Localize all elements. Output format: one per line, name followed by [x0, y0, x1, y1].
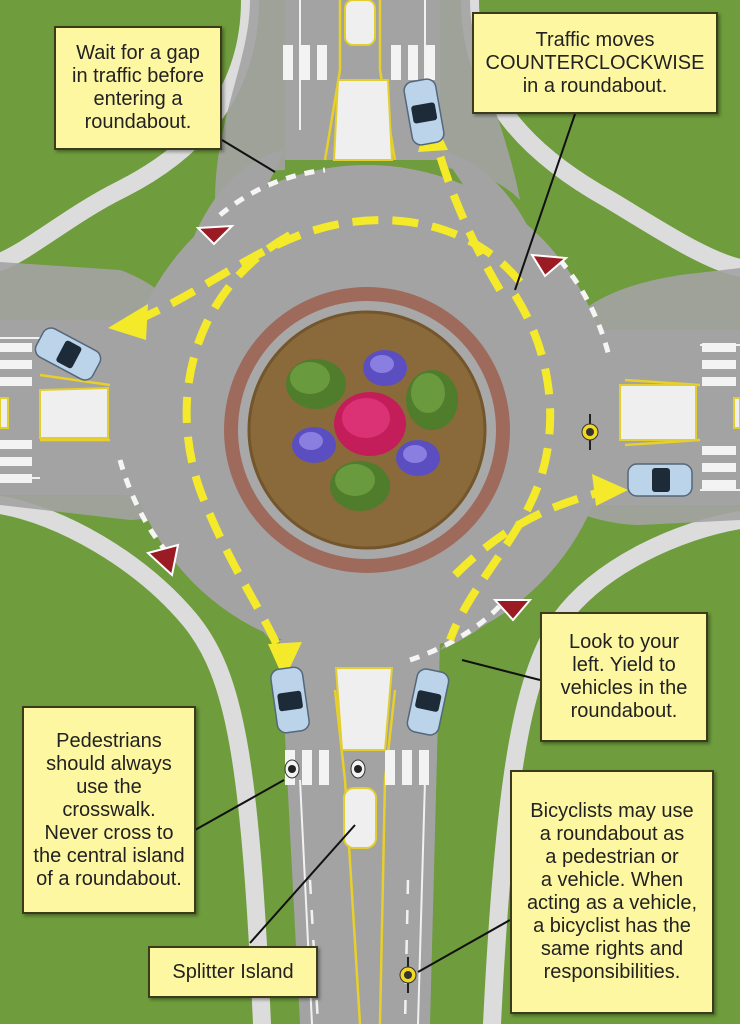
yield-lines	[117, 167, 613, 663]
flower-icon	[292, 350, 440, 476]
yield-sign-icon	[145, 224, 569, 622]
callout-bicyclists: Bicyclists may use a roundabout as a ped…	[510, 770, 714, 1014]
car-icon	[34, 78, 693, 736]
shrub-icon	[286, 359, 458, 511]
callout-look-left: Look to your left. Yield to vehicles in …	[540, 612, 708, 742]
bicycle-icon	[399, 414, 599, 993]
callout-counterclockwise-text: Traffic moves COUNTERCLOCKWISE in a roun…	[485, 28, 705, 97]
callout-look-left-text: Look to your left. Yield to vehicles in …	[560, 631, 688, 722]
callout-splitter-island-text: Splitter Island	[172, 960, 294, 983]
callout-wait-for-gap-text: Wait for a gap in traffic before enterin…	[72, 42, 204, 133]
traffic-path-arrows	[123, 129, 611, 667]
arrow-head-icon	[268, 642, 302, 680]
splitter-islands	[0, 0, 740, 849]
callout-pedestrians: Pedestrians should always use the crossw…	[22, 706, 196, 914]
leader-lines	[194, 113, 576, 973]
arrow-head-icon	[592, 474, 628, 506]
callout-counterclockwise: Traffic moves COUNTERCLOCKWISE in a roun…	[472, 12, 718, 114]
pedestrian-icon	[284, 759, 366, 779]
callout-wait-for-gap: Wait for a gap in traffic before enterin…	[54, 26, 222, 150]
callout-splitter-island: Splitter Island	[148, 946, 318, 998]
arrow-head-icon	[108, 304, 148, 340]
callout-bicyclists-text: Bicyclists may use a roundabout as a ped…	[526, 800, 698, 983]
callout-pedestrians-text: Pedestrians should always use the crossw…	[33, 729, 185, 890]
